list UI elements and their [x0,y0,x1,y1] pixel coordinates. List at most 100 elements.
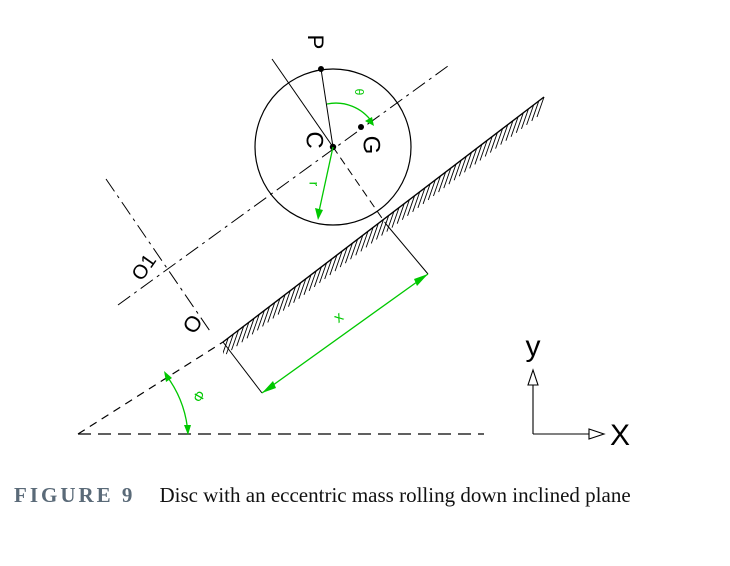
hatch-line [521,108,529,130]
point-g [358,124,364,130]
caption-label: FIGURE 9 [14,483,136,507]
hatch-line [443,167,452,189]
hatch-line [324,258,333,280]
theta-arc [326,102,373,123]
hatch-line [391,207,400,228]
hatch-line [370,223,379,244]
hatch-line [313,266,322,288]
hatch-line [381,215,390,236]
hatch-line [453,160,462,181]
hatch-line [339,247,348,268]
hatch-line [262,306,271,327]
hatch-line [479,140,488,161]
hatch-line [505,120,514,141]
label-o: O [177,310,207,338]
hatch-line [308,270,317,292]
hatch-line [272,298,281,319]
x-arrowhead-end [414,274,428,286]
hatch-line [458,156,467,177]
hatch-line [293,282,302,303]
hatch-line [526,104,535,126]
hatch-line [510,116,519,137]
hatch-line [448,164,457,185]
hatch-line [396,203,405,224]
axis-label-x: X [610,419,630,452]
hatch-line [433,175,441,197]
hatch-line [223,341,224,363]
hatch-line [407,195,415,216]
hatch-line [464,152,472,173]
phi-arrowhead-bottom [184,425,191,435]
label-x: x [330,308,347,326]
hatch-line [329,254,338,276]
hatch-line [334,250,343,272]
contact-extension-line [385,223,429,275]
hatch-line [360,231,369,252]
hatch-line [251,314,260,335]
theta-arrowhead [365,117,374,126]
radius-r-arrow [317,146,334,217]
radius-arrowhead [315,208,323,220]
hatch-line [236,326,245,347]
axis-label-y: y [526,330,541,363]
hatch-line [495,128,504,149]
hatch-line [427,179,436,201]
hatch-line [365,227,374,248]
hatch-line [438,171,447,193]
hatch-line [386,211,395,232]
label-c: C [301,131,328,148]
hatch-line [531,100,540,122]
hatch-line [536,97,545,118]
hatch-line [469,148,478,169]
hatch-line [355,235,364,256]
hatch-line [417,187,426,209]
caption-text: Disc with an eccentric mass rolling down… [159,483,631,507]
label-r: r [306,182,322,187]
x-arrowhead-start [262,381,276,393]
hatch-line [241,322,250,343]
hatch-line [350,239,359,260]
hatch-line [282,290,291,311]
hatch-line [267,302,276,323]
x-axis-arrowhead [588,428,606,440]
center-path-line [117,65,449,306]
hatch-line [515,112,524,133]
x-dimension-line [261,273,429,394]
center-contact-line [332,146,387,225]
hatch-line [345,243,353,264]
hatch-line [376,219,384,240]
hatch-line [256,310,265,331]
hatch-line [223,337,229,359]
hatch-line [231,329,239,351]
hatch-line [225,333,234,355]
hatch-line [500,124,509,145]
label-p: P [303,35,328,50]
hatch-line [288,286,296,307]
hatch-line [303,274,312,295]
hatch-line [412,191,421,212]
hatch-line [277,294,286,315]
hatch-line [246,318,255,339]
disc [254,68,412,226]
figure-caption: FIGURE 9 Disc with an eccentric mass roll… [14,478,714,513]
radius-line-pc [271,58,334,148]
hatch-line [489,132,498,153]
o1-perpendicular [105,178,213,335]
label-g: G [358,136,385,155]
hatch-line [474,144,483,165]
phi-arrowhead-top [164,371,172,382]
disc-incline-diagram: P C G r θ O1 O x Φ y X [77,35,630,452]
hatch-line [422,183,431,205]
point-p-line [320,68,334,148]
hatch-line [401,199,410,220]
y-axis-arrowhead [527,368,539,386]
label-o1: O1 [128,250,161,284]
hatch-line [319,262,327,284]
incline-extension-line [77,341,224,435]
label-phi: Φ [189,388,208,406]
hatch-line [298,278,307,299]
hatch-line [484,136,493,157]
plane-hatching [223,97,545,363]
origin-extension-line [222,341,263,394]
label-theta: θ [352,89,366,96]
